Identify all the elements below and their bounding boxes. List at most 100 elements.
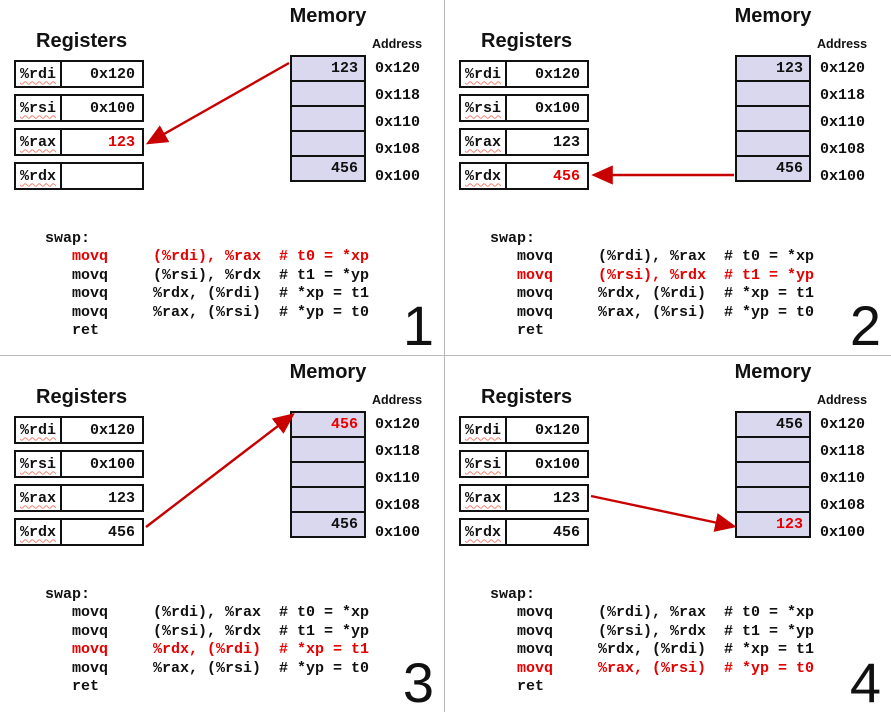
register-value: 0x100 — [89, 99, 135, 117]
register-name: %rdx — [16, 164, 62, 188]
code-line: movq %rdx, (%rdi) # *xp = t1 — [490, 285, 815, 303]
register-name-label: %rsi — [20, 99, 57, 117]
register-name-label: %rdi — [20, 65, 57, 83]
register-row: %rdx 456 — [459, 518, 589, 546]
register-name: %rsi — [461, 452, 507, 476]
code-line: swap: — [45, 230, 91, 247]
register-name-label: %rdx — [20, 523, 57, 541]
memory-address: 0x108 — [820, 141, 866, 158]
memory-cell — [290, 130, 366, 157]
register-value: 123 — [107, 133, 135, 151]
register-row: %rax 123 — [14, 128, 144, 156]
memory-cell — [735, 486, 811, 513]
register-value: 456 — [552, 167, 580, 185]
memory-address: 0x108 — [820, 497, 866, 514]
register-value — [62, 164, 142, 188]
register-name-label: %rax — [20, 489, 57, 507]
code-line: movq (%rsi), %rdx # t1 = *yp — [45, 622, 370, 640]
register-name-label: %rdi — [465, 421, 502, 439]
code-line: movq (%rsi), %rdx # t1 = *yp — [490, 622, 815, 640]
code-line: movq %rax, (%rsi) # *yp = t0 — [45, 303, 370, 321]
memory-title: Memory — [734, 361, 812, 383]
registers-title: Registers — [481, 30, 573, 52]
step-number: 3 — [402, 651, 434, 714]
register-name: %rax — [461, 130, 507, 154]
memory-cell: 123 — [290, 55, 366, 82]
memory-address: 0x110 — [820, 470, 866, 487]
register-row: %rdi 0x120 — [14, 416, 144, 444]
register-value: 123 — [552, 133, 580, 151]
registers-title: Registers — [36, 386, 128, 408]
code-line: movq %rax, (%rsi) # *yp = t0 — [490, 303, 815, 321]
register-value: 456 — [107, 523, 135, 541]
memory-address: 0x100 — [820, 168, 866, 185]
code-line: ret — [490, 322, 545, 340]
register-name-label: %rdx — [20, 167, 57, 185]
code-line-highlighted: movq %rdx, (%rdi) # *xp = t1 — [45, 641, 370, 659]
register-name-label: %rsi — [465, 99, 502, 117]
register-name: %rax — [16, 130, 62, 154]
register-row: %rdi 0x120 — [459, 416, 589, 444]
memory-cell — [290, 436, 366, 463]
register-name: %rdi — [461, 418, 507, 442]
memory-cell — [735, 80, 811, 107]
register-row: %rdi 0x120 — [14, 60, 144, 88]
memory-cell: 123 — [735, 511, 811, 538]
code-line: movq (%rdi), %rax # t0 = *xp — [490, 248, 815, 266]
register-name-label: %rax — [465, 489, 502, 507]
memory-address: 0x120 — [820, 60, 866, 77]
register-value: 0x120 — [89, 421, 135, 439]
memory-address: 0x120 — [375, 416, 421, 433]
assembly-code: swap: movq (%rdi), %rax # t0 = *xp movq … — [490, 586, 814, 696]
memory-address: 0x118 — [820, 87, 866, 104]
memory-cell — [290, 486, 366, 513]
step-number: 4 — [849, 651, 881, 714]
register-value: 0x120 — [534, 421, 580, 439]
memory-cell: 456 — [290, 511, 366, 538]
code-line: movq (%rdi), %rax # t0 = *xp — [45, 604, 370, 622]
register-name: %rax — [16, 486, 62, 510]
memory-cell: 456 — [290, 155, 366, 182]
code-line: movq (%rdi), %rax # t0 = *xp — [490, 604, 815, 622]
register-row: %rdx — [14, 162, 144, 190]
step-number: 1 — [402, 294, 434, 357]
register-name-label: %rdx — [465, 523, 502, 541]
memory-table: 456 456 — [290, 411, 366, 538]
register-value: 456 — [552, 523, 580, 541]
memory-address: 0x108 — [375, 497, 421, 514]
memory-address: 0x108 — [375, 141, 421, 158]
memory-address: 0x100 — [820, 524, 866, 541]
register-value: 123 — [552, 489, 580, 507]
register-value: 0x120 — [89, 65, 135, 83]
code-line: movq (%rsi), %rdx # t1 = *yp — [45, 266, 370, 284]
code-line: movq %rdx, (%rdi) # *xp = t1 — [490, 641, 815, 659]
code-line: swap: — [490, 586, 536, 603]
memory-cell: 456 — [290, 411, 366, 438]
register-name: %rdi — [16, 418, 62, 442]
memory-cell: 456 — [735, 411, 811, 438]
address-label: Address — [817, 393, 868, 407]
memory-title: Memory — [289, 5, 367, 27]
assembly-code: swap: movq (%rdi), %rax # t0 = *xp movq … — [45, 230, 369, 340]
register-name-label: %rsi — [465, 455, 502, 473]
register-value: 0x120 — [534, 65, 580, 83]
memory-title: Memory — [289, 361, 367, 383]
memory-address: 0x118 — [820, 443, 866, 460]
register-value: 0x100 — [534, 455, 580, 473]
code-line-highlighted: movq (%rdi), %rax # t0 = *xp — [45, 248, 370, 266]
memory-title: Memory — [734, 5, 812, 27]
register-name-label: %rax — [20, 133, 57, 151]
assembly-code: swap: movq (%rdi), %rax # t0 = *xp movq … — [490, 230, 814, 340]
memory-address: 0x120 — [375, 60, 421, 77]
code-line: movq %rdx, (%rdi) # *xp = t1 — [45, 285, 370, 303]
register-row: %rsi 0x100 — [459, 450, 589, 478]
register-value: 123 — [107, 489, 135, 507]
